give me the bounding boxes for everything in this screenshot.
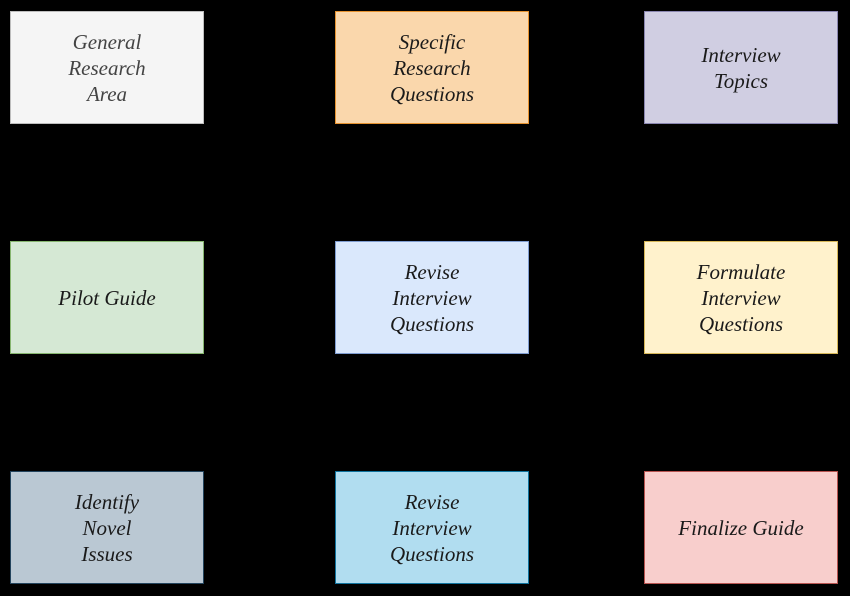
node-label-line: Interview [392,515,472,540]
node-interview-topics: Interview Topics [644,11,838,124]
node-label-line: Identify [74,489,140,514]
node-label-line: Topics [713,68,769,93]
node-label-line: Questions [390,81,474,106]
node-label-line: Interview [701,42,781,67]
node-label-line: Pilot Guide [58,285,156,310]
node-label-line: Research [393,55,471,80]
node-label-line: Specific [398,29,466,54]
node-label-line: Research [68,55,146,80]
node-label-line: Questions [699,311,783,336]
node-label-line: Novel [82,515,132,540]
node-formulate-interview-questions: Formulate Interview Questions [644,241,838,354]
node-identify-novel-issues: Identify Novel Issues [10,471,204,584]
node-label-line: Interview [392,285,472,310]
node-label-line: Finalize Guide [678,515,804,540]
node-finalize-guide: Finalize Guide [644,471,838,584]
node-label-line: Revise [404,259,460,284]
node-label-line: Formulate [696,259,786,284]
node-specific-research-questions: Specific Research Questions [335,11,529,124]
node-label-line: Interview [701,285,781,310]
node-label-line: Revise [404,489,460,514]
node-revise-interview-questions-2: Revise Interview Questions [335,471,529,584]
node-revise-interview-questions-1: Revise Interview Questions [335,241,529,354]
node-label-line: Questions [390,541,474,566]
node-label-line: Questions [390,311,474,336]
node-pilot-guide: Pilot Guide [10,241,204,354]
node-label-line: General [72,29,142,54]
node-label-line: Issues [81,541,133,566]
node-general-research-area: General Research Area [10,11,204,124]
node-label-line: Area [86,81,128,106]
